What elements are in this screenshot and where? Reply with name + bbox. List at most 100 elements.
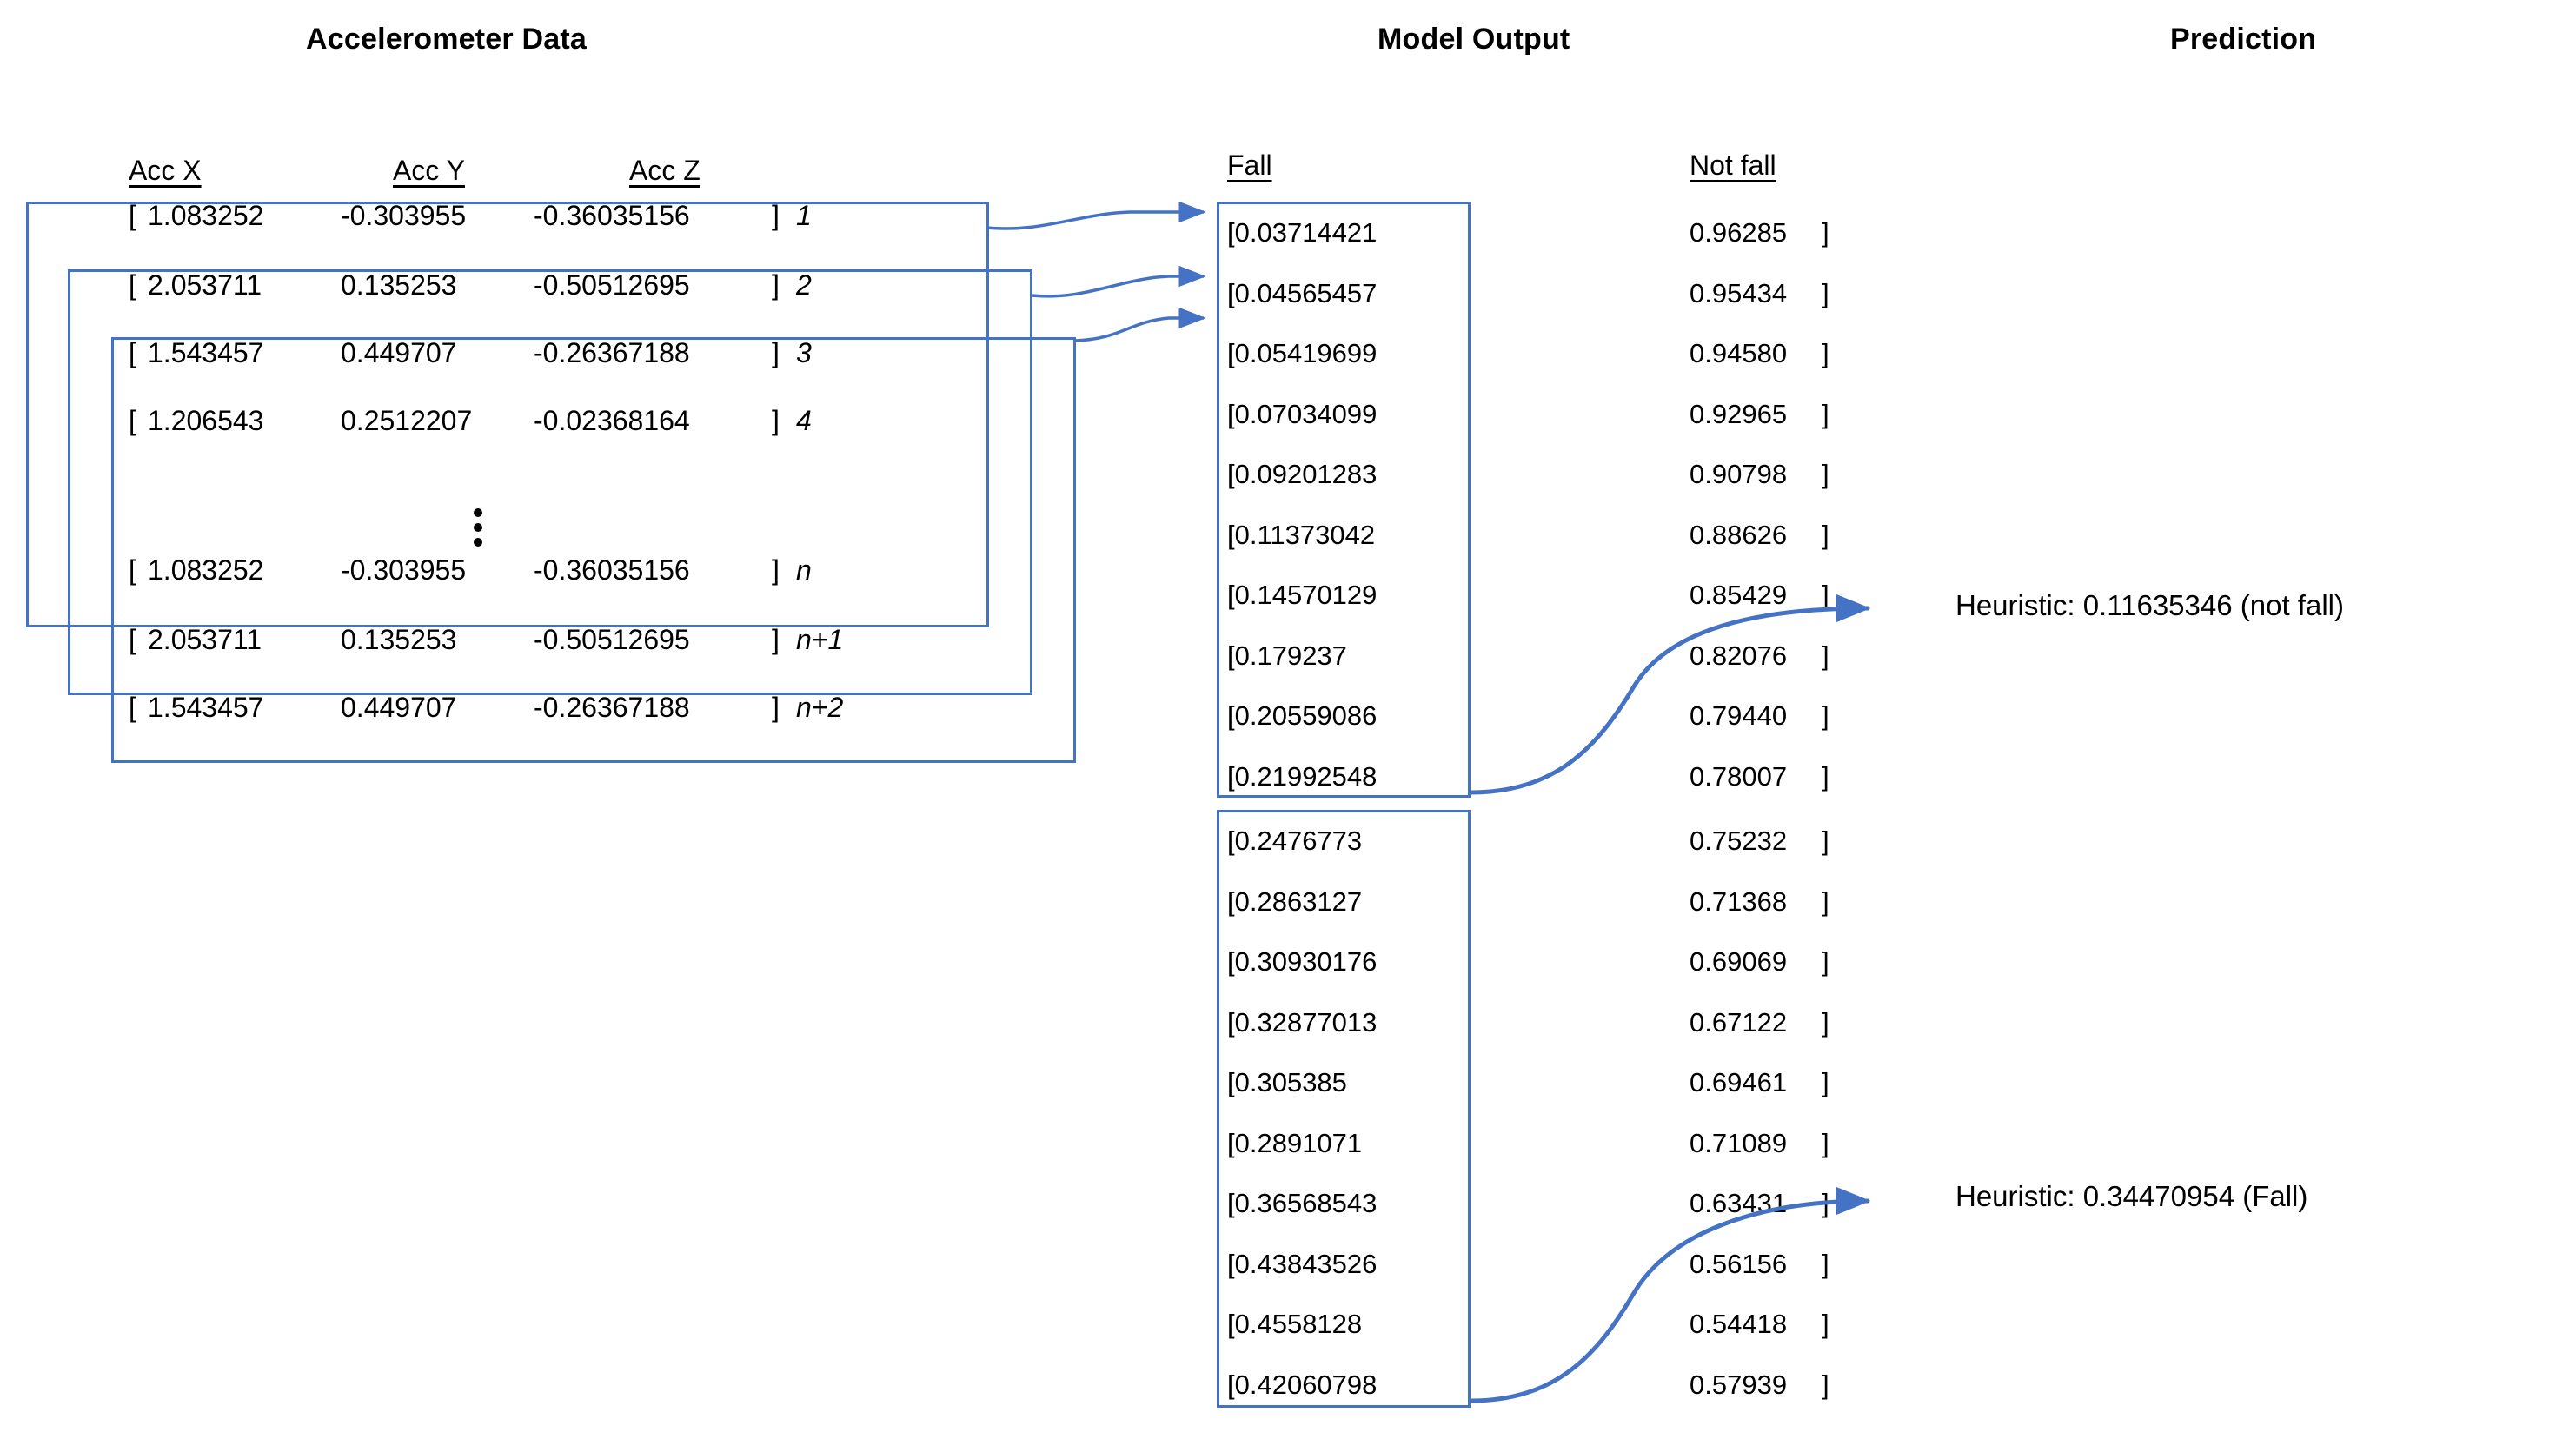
not-fall-number: 0.56156 (1690, 1248, 1788, 1279)
row-close-bracket: ] (1822, 459, 1829, 489)
fall-probability-value: [0.2863127 (1227, 885, 1363, 917)
not-fall-number: 0.71089 (1690, 1127, 1788, 1158)
not-fall-number: 0.95434 (1690, 277, 1788, 308)
fall-probability-value: [0.14570129 (1227, 580, 1378, 610)
accelerometer-section-title: Accelerometer Data (306, 23, 587, 56)
fall-probability-value: [0.07034099 (1227, 398, 1378, 429)
row-close-bracket: ] (772, 337, 780, 368)
acc-x-value: 2.053711 (148, 269, 262, 301)
acc-y-value: 0.449707 (341, 692, 457, 723)
acc-z-column-header: Acc Z (629, 155, 700, 186)
not-fall-number: 0.85429 (1690, 580, 1788, 610)
not-fall-number: 0.92965 (1690, 398, 1788, 429)
sliding-window-rect-1 (26, 202, 989, 627)
row-close-bracket: ] (772, 692, 780, 723)
acc-x-value: 1.083252 (148, 554, 264, 586)
not-fall-column-header: Not fall (1690, 149, 1776, 181)
acc-y-value: 0.2512207 (341, 405, 473, 436)
fall-probability-value: [0.20559086 (1227, 700, 1378, 731)
window-1-arrow (986, 201, 1206, 230)
row-close-bracket: ] (1822, 1188, 1829, 1218)
row-close-bracket: ] (772, 554, 780, 586)
vertical-ellipsis-icon (465, 502, 491, 553)
acc-x-column-header: Acc X (129, 155, 202, 186)
not-fall-number: 0.82076 (1690, 640, 1788, 671)
row-close-bracket: ] (772, 624, 780, 655)
row-close-bracket: ] (772, 200, 780, 231)
fall-probability-value: [0.305385 (1227, 1067, 1347, 1097)
acc-z-value: -0.36035156 (534, 554, 690, 586)
row-close-bracket: ] (1822, 519, 1829, 550)
row-close-bracket: ] (1822, 826, 1829, 856)
sliding-window-rect-2 (68, 269, 1032, 695)
row-close-bracket: ] (1822, 338, 1829, 368)
fall-probability-value: [0.179237 (1227, 640, 1347, 671)
fall-column-header: Fall (1227, 149, 1272, 181)
row-open-bracket: [ (129, 269, 136, 301)
row-close-bracket: ] (1822, 700, 1829, 731)
row-open-bracket: [ (129, 200, 136, 231)
acc-x-value: 1.543457 (148, 692, 264, 723)
row-index-label: n+1 (796, 624, 844, 655)
fall-probability-value: [0.11373042 (1227, 519, 1376, 550)
fall-probability-value: [0.36568543 (1227, 1188, 1378, 1218)
window-3-arrow (1075, 307, 1206, 342)
model-output-window-rect-1 (1217, 202, 1471, 798)
not-fall-number: 0.71368 (1690, 885, 1788, 917)
row-close-bracket: ] (1822, 885, 1829, 917)
row-close-bracket: ] (1822, 277, 1829, 308)
model-output-section-title: Model Output (1378, 23, 1570, 56)
fall-probability-value: [0.30930176 (1227, 946, 1378, 977)
row-open-bracket: [ (129, 405, 136, 436)
row-open-bracket: [ (129, 337, 136, 368)
row-close-bracket: ] (1822, 1127, 1829, 1158)
row-close-bracket: ] (1822, 1309, 1829, 1339)
not-fall-number: 0.69461 (1690, 1067, 1788, 1097)
row-close-bracket: ] (772, 405, 780, 436)
row-close-bracket: ] (1822, 217, 1829, 248)
prediction-section-title: Prediction (2170, 23, 2317, 56)
row-close-bracket: ] (1822, 1067, 1829, 1097)
row-index-label: n (796, 554, 812, 586)
fall-probability-value: [0.05419699 (1227, 338, 1378, 368)
row-open-bracket: [ (129, 692, 136, 723)
fall-probability-value: [0.42060798 (1227, 1369, 1378, 1400)
row-open-bracket: [ (129, 624, 136, 655)
not-fall-number: 0.79440 (1690, 700, 1788, 731)
fall-probability-value: [0.09201283 (1227, 459, 1378, 489)
acc-x-value: 1.206543 (148, 405, 264, 436)
row-close-bracket: ] (1822, 640, 1829, 671)
acc-z-value: -0.50512695 (534, 269, 690, 301)
acc-x-value: 1.543457 (148, 337, 264, 368)
acc-z-value: -0.02368164 (534, 405, 690, 436)
acc-z-value: -0.26367188 (534, 692, 690, 723)
row-index-label: n+2 (796, 692, 844, 723)
row-close-bracket: ] (1822, 1248, 1829, 1279)
not-fall-number: 0.67122 (1690, 1006, 1788, 1038)
acc-z-value: -0.26367188 (534, 337, 690, 368)
row-close-bracket: ] (1822, 580, 1829, 610)
not-fall-number: 0.94580 (1690, 338, 1788, 368)
not-fall-number: 0.90798 (1690, 459, 1788, 489)
fall-probability-value: [0.2891071 (1227, 1127, 1363, 1158)
row-index-label: 2 (796, 269, 812, 301)
model-output-window-rect-2 (1217, 810, 1471, 1408)
not-fall-number: 0.88626 (1690, 519, 1788, 550)
acc-y-column-header: Acc Y (393, 155, 465, 186)
fall-probability-value: [0.2476773 (1227, 826, 1363, 856)
row-close-bracket: ] (1822, 398, 1829, 429)
row-index-label: 4 (796, 405, 812, 436)
fall-probability-value: [0.32877013 (1227, 1006, 1378, 1038)
heuristic-2-arrow (1470, 1186, 1871, 1403)
row-index-label: 1 (796, 200, 812, 231)
acc-y-value: 0.449707 (341, 337, 457, 368)
fall-probability-value: [0.03714421 (1227, 217, 1378, 248)
acc-z-value: -0.50512695 (534, 624, 690, 655)
row-open-bracket: [ (129, 554, 136, 586)
fall-probability-value: [0.43843526 (1227, 1248, 1378, 1279)
acc-y-value: -0.303955 (341, 200, 467, 231)
row-close-bracket: ] (1822, 760, 1829, 792)
acc-y-value: -0.303955 (341, 554, 467, 586)
row-index-label: 3 (796, 337, 812, 368)
not-fall-number: 0.78007 (1690, 760, 1788, 792)
